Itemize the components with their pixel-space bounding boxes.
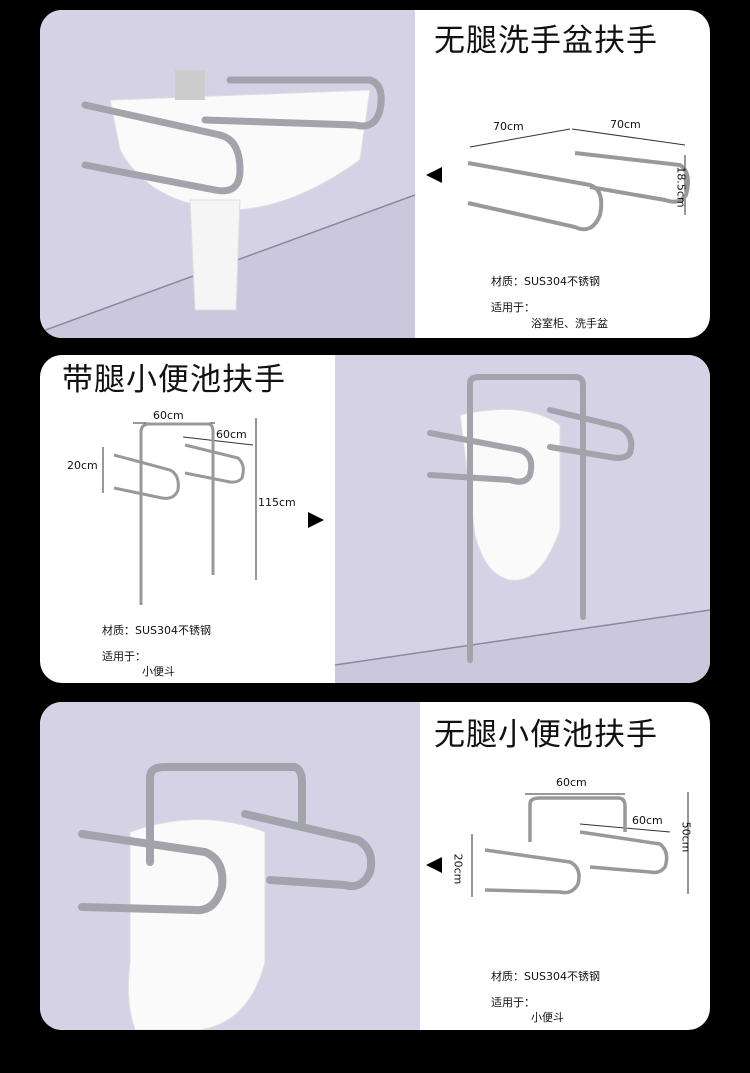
arrow-left-icon [426,167,442,183]
section-urinal-handrail-no-legs: 无腿小便池扶手 60cm 60cm 20cm 50cm 材质：SUS304不锈钢… [40,702,710,1030]
width-dimension: 60cm [153,409,184,422]
height-dimension: 18.5cm [674,166,688,208]
depth-dimension: 70cm [610,118,641,131]
urinal-photo [40,702,420,1030]
section-title: 无腿小便池扶手 [434,717,658,753]
basin-handrail-diagram [467,128,690,232]
height-dimension: 115cm [258,496,296,509]
usage-text: 浴室柜、洗手盆 [531,317,608,330]
arrow-left-icon [426,857,442,873]
usage-label: 适用于： [102,650,146,663]
depth-dimension: 60cm [632,814,663,827]
usage-text: 小便斗 [531,1011,564,1024]
arrow-right-icon [308,512,324,528]
spacing-dimension: 20cm [451,853,465,885]
usage-text: 小便斗 [142,665,175,678]
section-title: 无腿洗手盆扶手 [434,23,658,59]
spacing-dimension: 20cm [67,459,98,472]
section-urinal-handrail-legs: 带腿小便池扶手 60cm 60cm 20cm 115cm 材质：SUS304不锈… [40,355,710,683]
basin-photo [40,10,415,338]
urinal-photo [335,355,710,683]
usage-label: 适用于： [491,996,535,1009]
width-dimension: 60cm [556,776,587,789]
material-text: 材质：SUS304不锈钢 [491,275,601,288]
usage-label: 适用于： [491,301,535,314]
material-text: 材质：SUS304不锈钢 [491,970,601,983]
urinal-no-legs-diagram [471,792,689,897]
width-dimension: 70cm [493,120,524,133]
depth-dimension: 60cm [216,428,247,441]
height-dimension: 50cm [679,821,693,853]
section-basin-handrail: 无腿洗手盆扶手 70cm 70cm 18.5cm 材质：SUS304不锈钢 适用… [40,10,710,338]
urinal-legs-diagram [102,418,257,605]
section-title: 带腿小便池扶手 [62,362,286,398]
material-text: 材质：SUS304不锈钢 [102,624,212,637]
